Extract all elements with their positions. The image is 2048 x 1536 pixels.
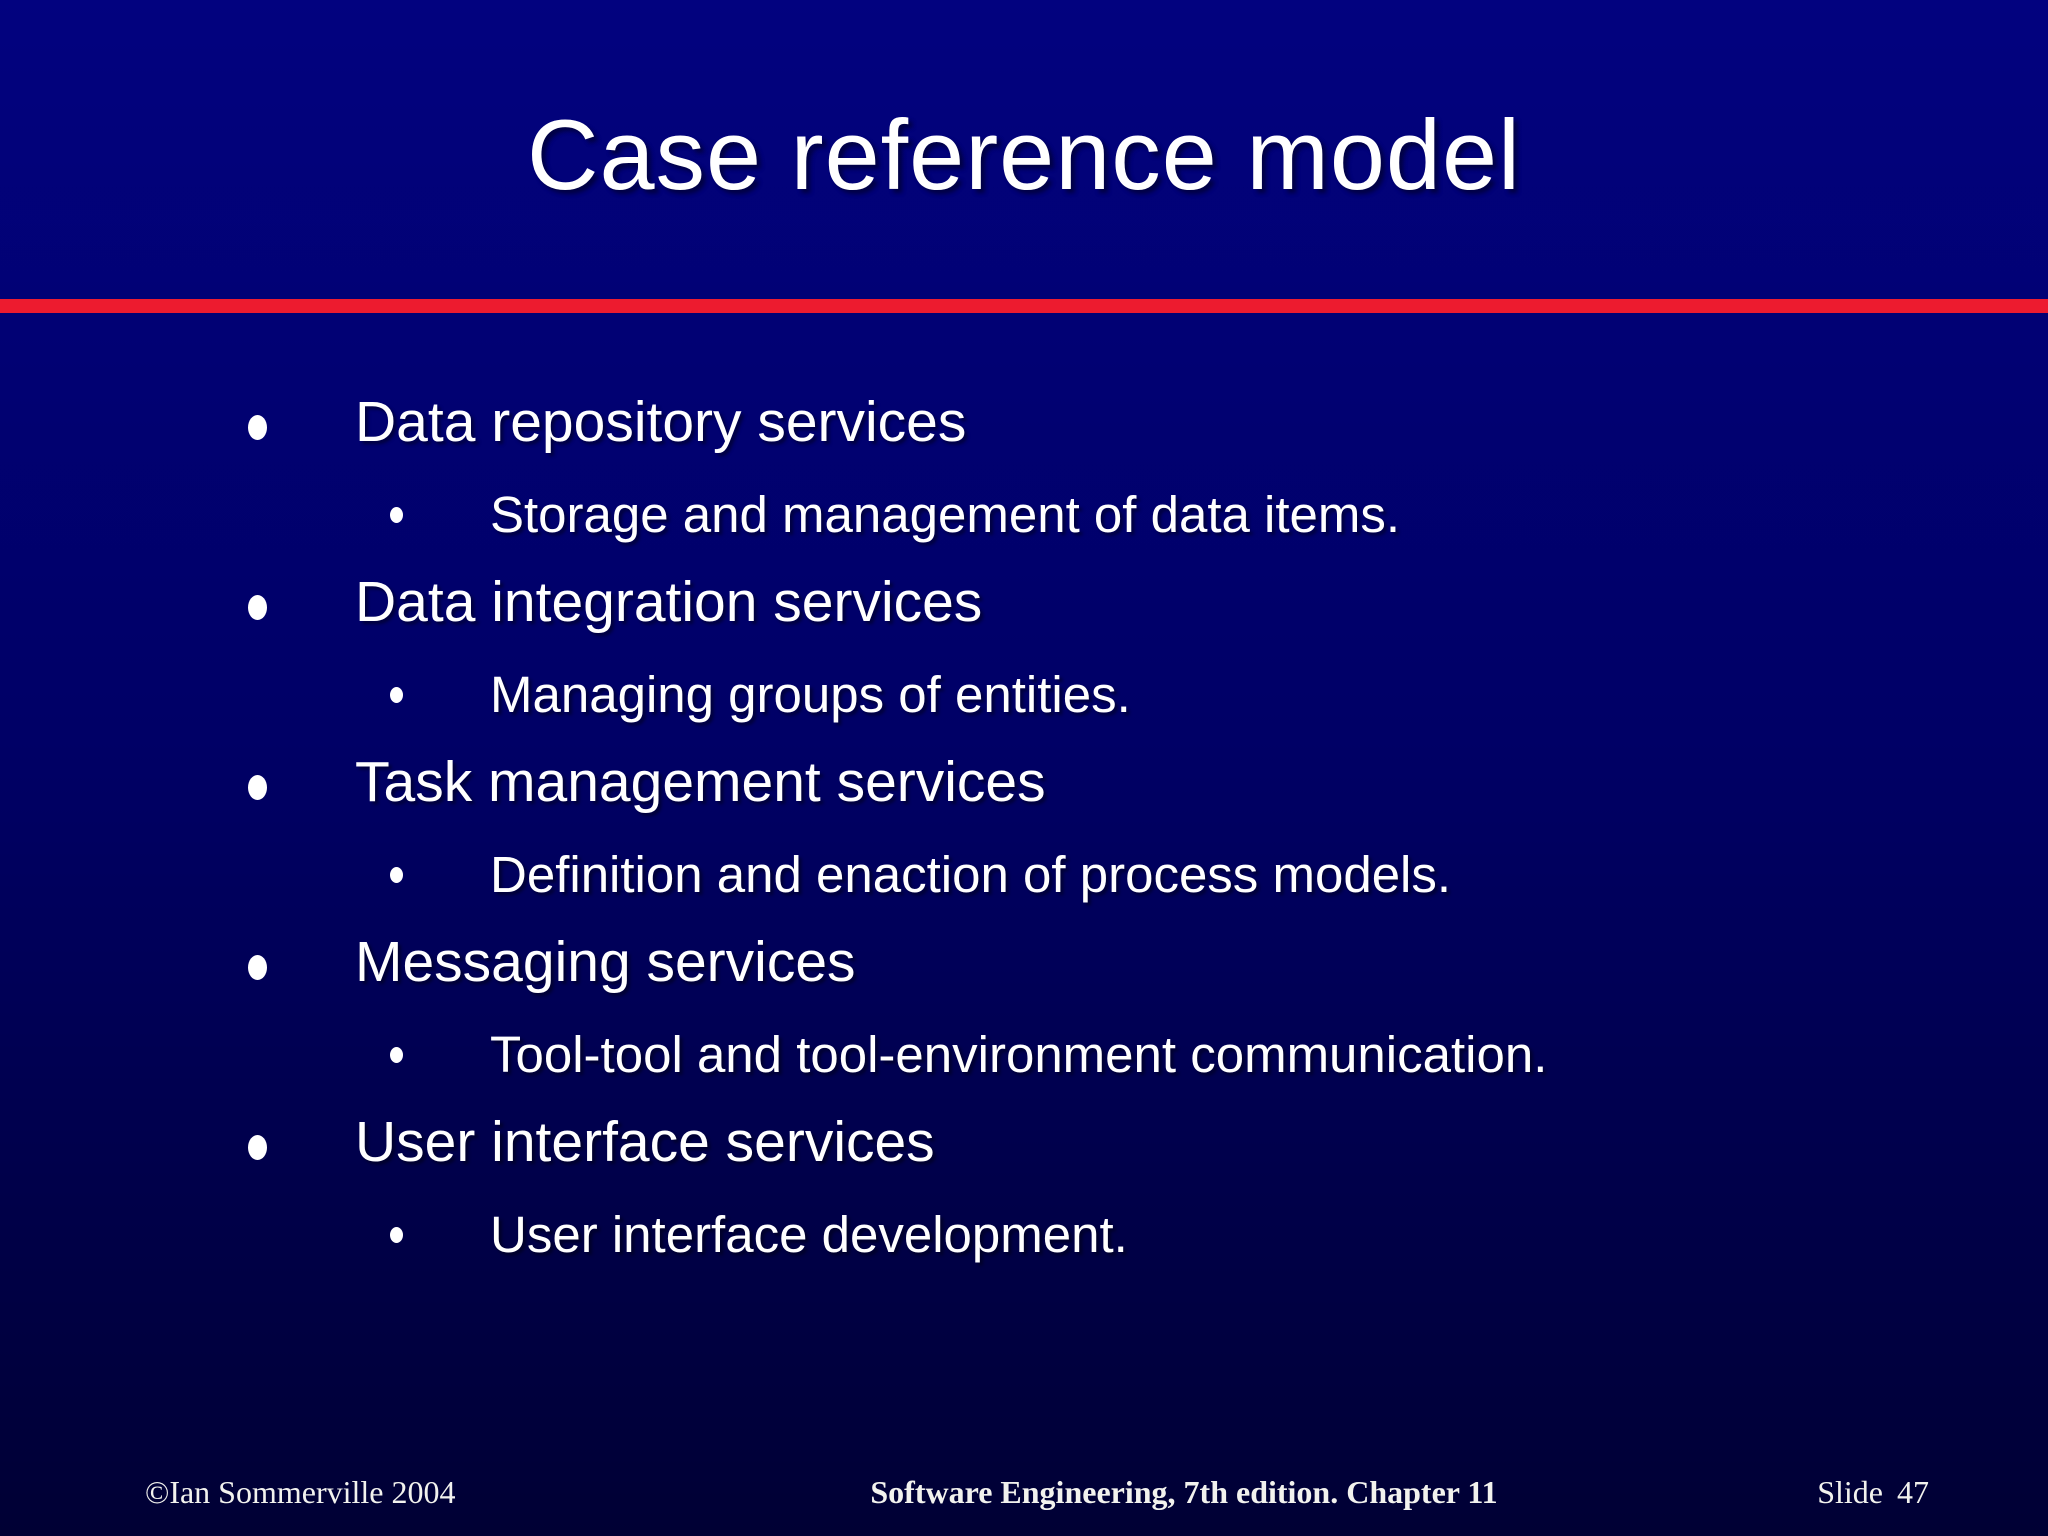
sub-list-item: Definition and enaction of process model… bbox=[0, 845, 2048, 904]
sub-list-item: Storage and management of data items. bbox=[0, 485, 2048, 544]
sub-bullet-label: User interface development. bbox=[490, 1206, 1128, 1263]
bullet-icon bbox=[248, 390, 355, 440]
title-divider-line bbox=[0, 299, 2048, 313]
list-item: Data integration services bbox=[0, 570, 2048, 635]
bullet-icon bbox=[248, 570, 355, 620]
sub-bullet-icon bbox=[386, 1025, 490, 1063]
bullet-label: User interface services bbox=[355, 1110, 935, 1174]
page-title: Case reference model bbox=[527, 99, 1521, 210]
footer-book-title: Software Engineering, 7th edition. Chapt… bbox=[870, 1474, 1498, 1510]
bullet-icon bbox=[248, 930, 355, 980]
list-item: Task management services bbox=[0, 750, 2048, 815]
bullet-icon bbox=[248, 1110, 355, 1160]
bullet-icon bbox=[248, 750, 355, 800]
sub-list-item: User interface development. bbox=[0, 1205, 2048, 1264]
list-item: Messaging services bbox=[0, 930, 2048, 995]
sub-bullet-label: Tool-tool and tool-environment communica… bbox=[490, 1026, 1548, 1083]
sub-list-item: Managing groups of entities. bbox=[0, 665, 2048, 724]
bullet-label: Data integration services bbox=[355, 570, 983, 634]
footer-copyright: ©Ian Sommerville 2004 bbox=[145, 1474, 456, 1510]
slide-footer: ©Ian Sommerville 2004 Software Engineeri… bbox=[0, 1474, 2048, 1518]
slide-label: Slide bbox=[1817, 1474, 1883, 1510]
sub-bullet-label: Definition and enaction of process model… bbox=[490, 846, 1452, 903]
bullet-list: Data repository services Storage and man… bbox=[0, 390, 2048, 1290]
sub-bullet-icon bbox=[386, 845, 490, 883]
bullet-label: Messaging services bbox=[355, 930, 856, 994]
sub-bullet-icon bbox=[386, 665, 490, 703]
sub-bullet-icon bbox=[386, 485, 490, 523]
bullet-label: Task management services bbox=[355, 750, 1046, 814]
sub-bullet-icon bbox=[386, 1205, 490, 1243]
list-item: Data repository services bbox=[0, 390, 2048, 455]
slide-number: 47 bbox=[1897, 1474, 1929, 1510]
footer-slide-number: Slide 47 bbox=[1817, 1474, 1929, 1511]
sub-bullet-label: Managing groups of entities. bbox=[490, 666, 1131, 723]
sub-bullet-label: Storage and management of data items. bbox=[490, 486, 1401, 543]
sub-list-item: Tool-tool and tool-environment communica… bbox=[0, 1025, 2048, 1084]
list-item: User interface services bbox=[0, 1110, 2048, 1175]
bullet-label: Data repository services bbox=[355, 390, 967, 454]
